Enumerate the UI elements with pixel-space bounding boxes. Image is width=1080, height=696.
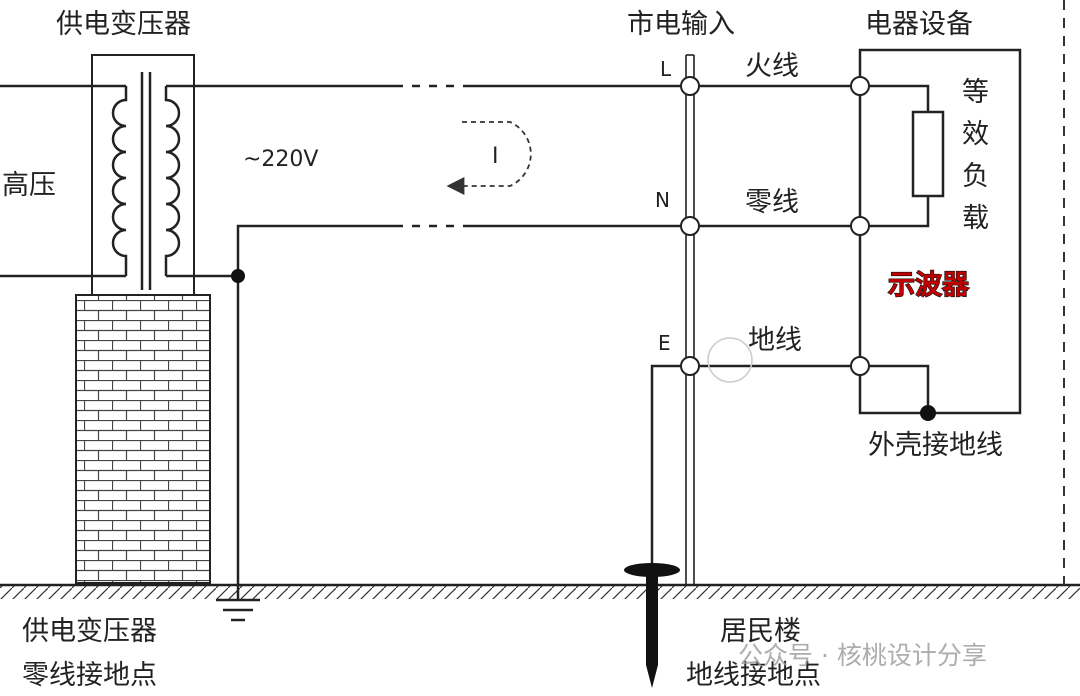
earth-wire	[650, 364, 860, 570]
mains-bus	[685, 54, 695, 585]
terminal-node-n	[680, 216, 700, 236]
voltage-label: ~220V	[243, 147, 318, 172]
current-loop	[446, 121, 532, 195]
ground-symbol	[216, 598, 260, 622]
equivalent-load-char-3: 负	[962, 161, 989, 192]
earth-wire-label: 地线	[748, 325, 802, 356]
neutral-junction-dot	[231, 269, 245, 283]
ground-surface	[0, 583, 1080, 599]
building-ground-line-1: 居民楼	[720, 616, 801, 647]
live-wire-label: 火线	[745, 51, 799, 82]
transformer-brick-base	[75, 294, 211, 584]
transformer	[0, 54, 211, 584]
terminal-node-e	[680, 356, 700, 376]
terminal-n-label: N	[655, 188, 670, 212]
equivalent-load-char-4: 载	[962, 203, 989, 234]
transformer-ground-line-1: 供电变压器	[22, 616, 157, 647]
primary-coil	[111, 86, 128, 276]
equivalent-load-char-1: 等	[962, 77, 989, 108]
ground-rod	[624, 563, 680, 688]
transformer-ground-line-2: 零线接地点	[22, 660, 157, 691]
casing-ground-dot	[920, 405, 936, 421]
terminal-l-label: L	[660, 57, 672, 81]
casing-ground-label: 外壳接地线	[868, 430, 1003, 461]
appliance-node-earth	[850, 356, 870, 376]
appliance-node-neutral	[850, 216, 870, 236]
current-label: I	[492, 144, 499, 169]
terminal-node-l	[680, 76, 700, 96]
appliance-box	[858, 48, 1022, 421]
terminals	[680, 76, 870, 376]
oscilloscope-label: 示波器	[888, 270, 970, 301]
pointer-circle	[707, 337, 753, 383]
equivalent-load-char-2: 效	[962, 119, 989, 150]
high-voltage-label: 高压	[2, 170, 56, 201]
appliance-label: 电器设备	[865, 9, 973, 40]
neutral-wire-label: 零线	[745, 187, 799, 218]
secondary-coil	[164, 86, 181, 276]
terminal-e-label: E	[658, 331, 671, 355]
mains-input-label: 市电输入	[627, 9, 735, 40]
building-ground-line-2: 地线接地点	[686, 660, 821, 691]
neutral-wire	[166, 224, 860, 600]
equivalent-load-resistor	[911, 110, 945, 198]
watermark: 公众号 · 核桃设计分享	[738, 641, 987, 670]
appliance-node-live	[850, 76, 870, 96]
transformer-title: 供电变压器	[56, 9, 191, 40]
